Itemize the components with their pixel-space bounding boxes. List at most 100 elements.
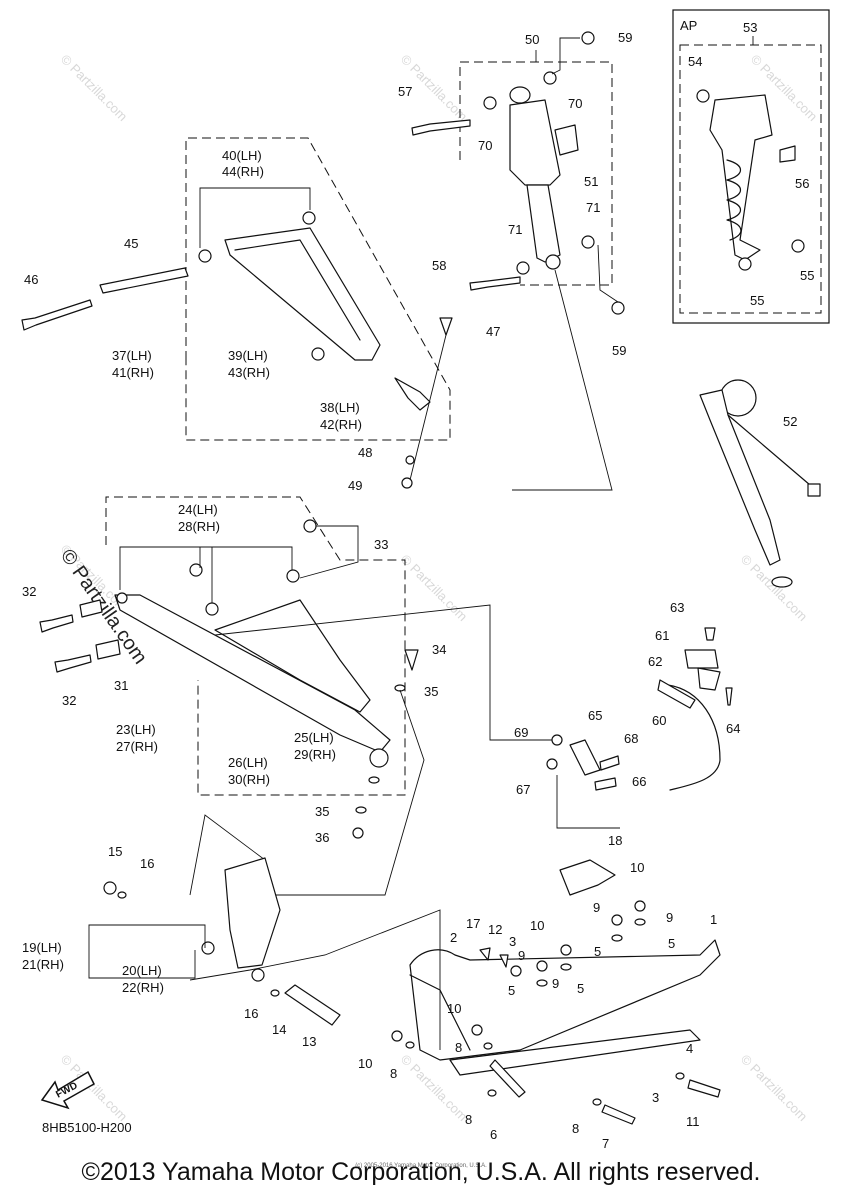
callout-33: 33 — [374, 537, 388, 552]
watermark: © Partzilla.com — [738, 1052, 811, 1125]
collar — [791, 239, 805, 253]
bolt — [39, 614, 74, 633]
pin — [479, 947, 491, 961]
callout-40: 40(LH) — [222, 148, 262, 163]
bolt — [687, 1079, 721, 1098]
tie-rod-bolt — [439, 317, 453, 336]
callout-30: 30(RH) — [228, 772, 270, 787]
shock-lower-body — [526, 184, 561, 263]
nut — [551, 734, 563, 746]
ski-saddle — [559, 859, 616, 896]
inset-label: AP — [680, 18, 697, 33]
collar — [543, 71, 557, 85]
ski-group — [88, 857, 721, 1125]
washer — [675, 1072, 685, 1080]
protector — [779, 145, 796, 163]
screw — [725, 687, 733, 706]
bracket — [697, 667, 721, 691]
collar — [116, 592, 128, 604]
callout-13: 13 — [302, 1034, 316, 1049]
nut — [401, 477, 413, 489]
callout-57: 57 — [398, 84, 412, 99]
callout-16: 16 — [244, 1006, 258, 1021]
shock-absorber-group — [411, 31, 625, 491]
callout-14: 14 — [272, 1022, 286, 1037]
cable-end — [657, 679, 696, 709]
leader-line — [512, 269, 613, 491]
nut — [536, 960, 548, 972]
bolt — [469, 276, 521, 291]
callout-62: 62 — [648, 654, 662, 669]
washer — [483, 1042, 493, 1050]
callout-45: 45 — [124, 236, 138, 251]
callout-44: 44(RH) — [222, 164, 264, 179]
watermark: © Partzilla.com — [398, 552, 471, 625]
callout-2: 2 — [450, 930, 457, 945]
leader-line — [199, 187, 311, 248]
callout-59: 59 — [618, 30, 632, 45]
callout-8: 8 — [572, 1121, 579, 1136]
collar — [95, 639, 121, 660]
collar — [546, 758, 558, 770]
callout-34: 34 — [432, 642, 446, 657]
callout-48: 48 — [358, 445, 372, 460]
callout-21: 21(RH) — [22, 957, 64, 972]
callout-8: 8 — [455, 1040, 462, 1055]
nut — [352, 827, 364, 839]
callout-32: 32 — [22, 584, 36, 599]
callout-19: 19(LH) — [22, 940, 62, 955]
leader-line — [409, 334, 447, 481]
callout-50: 50 — [525, 32, 539, 47]
callout-10: 10 — [447, 1001, 461, 1016]
leader-line — [214, 604, 555, 741]
ski — [409, 939, 721, 1061]
spindle-end — [771, 576, 793, 588]
bushing — [286, 569, 300, 583]
callout-5: 5 — [594, 944, 601, 959]
bushing — [302, 211, 316, 225]
callout-68: 68 — [624, 731, 638, 746]
leader-line — [597, 244, 619, 303]
collar — [201, 941, 215, 955]
callout-9: 9 — [552, 976, 559, 991]
callout-58: 58 — [432, 258, 446, 273]
callout-7: 7 — [602, 1136, 609, 1151]
callout-9: 9 — [666, 910, 673, 925]
nut — [560, 944, 572, 956]
callout-27: 27(RH) — [116, 739, 158, 754]
collar — [581, 235, 595, 249]
tiny-notice: (c) 2005-2016 Yamaha Motor Corporation, … — [355, 1163, 487, 1169]
leader-line — [88, 950, 196, 979]
callout-61: 61 — [655, 628, 669, 643]
nut — [611, 301, 625, 315]
nut — [311, 347, 325, 361]
washer — [405, 455, 415, 465]
ski-shaft — [284, 984, 341, 1026]
leader-line — [189, 909, 441, 1050]
leader-line — [556, 775, 620, 829]
steering-spindle-group — [699, 379, 821, 588]
callout-49: 49 — [348, 478, 362, 493]
washer — [270, 989, 280, 997]
callout-17: 17 — [466, 916, 480, 931]
callout-67: 67 — [516, 782, 530, 797]
callout-16: 16 — [140, 856, 154, 871]
washer — [117, 891, 127, 899]
ball-joint — [394, 377, 431, 411]
callout-28: 28(RH) — [178, 519, 220, 534]
nut — [634, 900, 646, 912]
bushing — [303, 519, 317, 533]
washer — [536, 979, 548, 987]
ski-runner — [449, 1029, 701, 1076]
callout-35: 35 — [424, 684, 438, 699]
callout-63: 63 — [670, 600, 684, 615]
collar — [738, 257, 752, 271]
callout-9: 9 — [593, 900, 600, 915]
washer — [634, 918, 646, 926]
nut — [471, 1024, 483, 1036]
lower-arm-dashed-box — [105, 496, 406, 796]
stabilizer-link — [569, 739, 601, 776]
copyright: ©2013 Yamaha Motor Corporation, U.S.A. A… — [81, 1158, 761, 1186]
callout-8: 8 — [390, 1066, 397, 1081]
